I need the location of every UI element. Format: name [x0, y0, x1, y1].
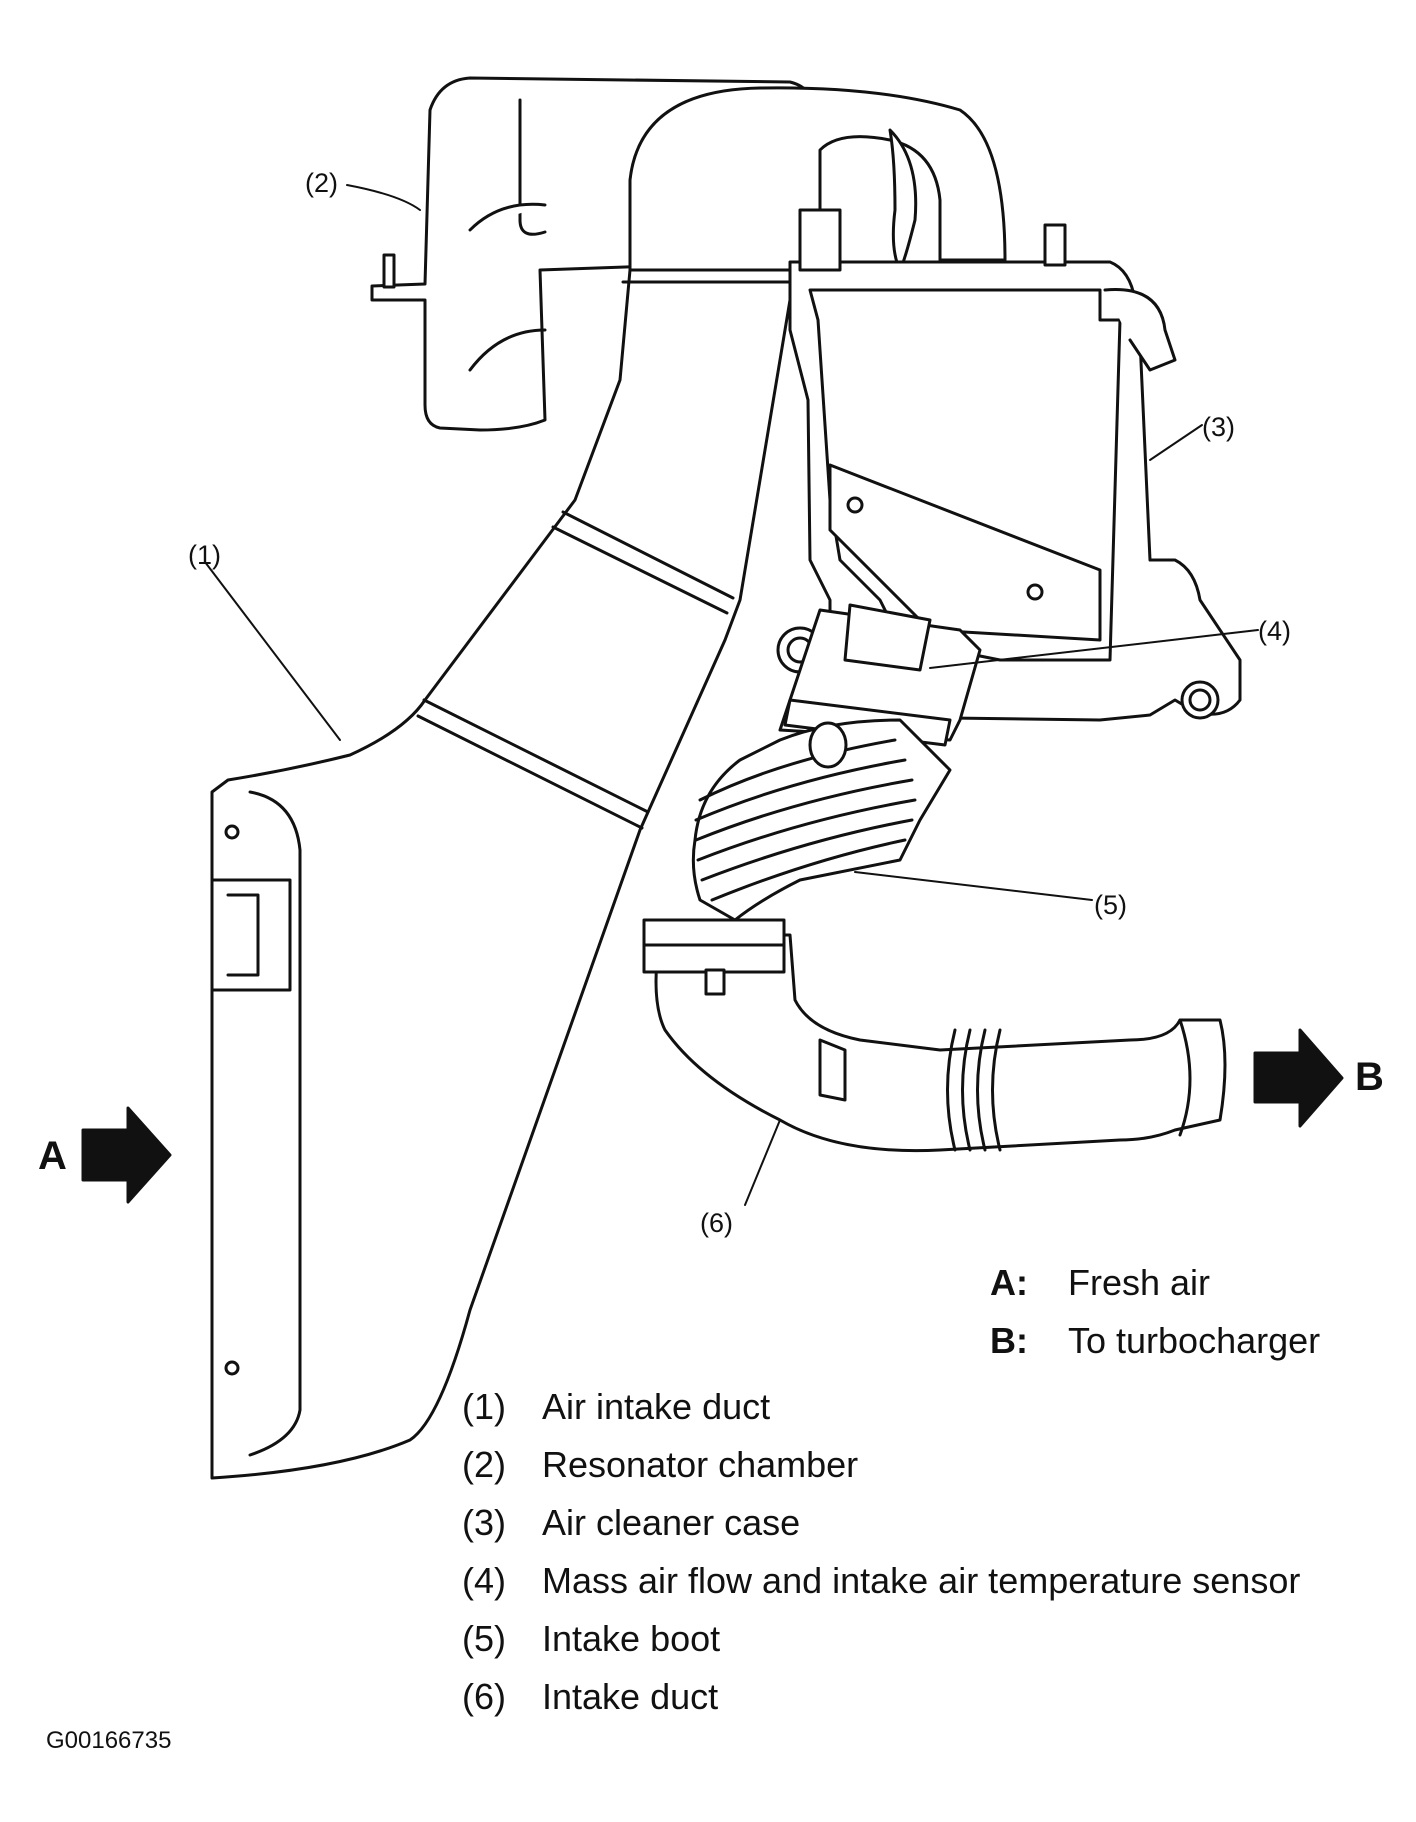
intake-duct: [642, 918, 1227, 1153]
parts-legend-row: (1) Air intake duct: [462, 1386, 1362, 1428]
parts-legend-text: Intake boot: [542, 1618, 721, 1659]
parts-legend-row: (6) Intake duct: [462, 1676, 1362, 1718]
parts-legend-text: Air intake duct: [542, 1386, 771, 1427]
air-intake-duct: [210, 268, 805, 1480]
parts-legend-row: (5) Intake boot: [462, 1618, 1362, 1660]
parts-legend-row: (4) Mass air flow and intake air tempera…: [462, 1560, 1402, 1602]
parts-legend-text: Resonator chamber: [542, 1444, 859, 1485]
arrow-b-icon: [1253, 1028, 1344, 1128]
callout-1: (1): [188, 540, 221, 570]
figure-id: G00166735: [46, 1727, 172, 1754]
parts-legend-key: (4): [462, 1560, 506, 1601]
callout-5: (5): [1094, 890, 1127, 920]
callout-2: (2): [305, 168, 338, 198]
flow-legend-text: Fresh air: [1068, 1262, 1211, 1303]
arrow-a-icon: [81, 1106, 172, 1204]
parts-legend-text: Intake duct: [542, 1676, 719, 1717]
flow-legend-key: A:: [990, 1262, 1028, 1303]
parts-legend-text: Mass air flow and intake air temperature…: [542, 1560, 1301, 1601]
arrow-a-label: A: [38, 1134, 67, 1178]
flow-legend-row: A: Fresh air: [990, 1262, 1390, 1304]
flow-legend-text: To turbocharger: [1068, 1320, 1321, 1361]
parts-legend-row: (3) Air cleaner case: [462, 1502, 1362, 1544]
intake-boot: [691, 718, 952, 922]
callout-6: (6): [700, 1208, 733, 1238]
air-cleaner-case: [788, 208, 1242, 722]
parts-legend-key: (2): [462, 1444, 506, 1485]
parts-legend-text: Air cleaner case: [542, 1502, 801, 1543]
arrow-b-label: B: [1355, 1055, 1384, 1099]
parts-legend-key: (6): [462, 1676, 506, 1717]
parts-legend-key: (1): [462, 1386, 506, 1427]
callout-4: (4): [1258, 616, 1291, 646]
leader-lines: [204, 184, 1259, 1206]
flow-legend-key: B:: [990, 1320, 1028, 1361]
parts-legend-key: (5): [462, 1618, 506, 1659]
flow-legend-row: B: To turbocharger: [990, 1320, 1390, 1362]
parts-legend-key: (3): [462, 1502, 506, 1543]
callout-3: (3): [1202, 412, 1235, 442]
parts-legend-row: (2) Resonator chamber: [462, 1444, 1362, 1486]
